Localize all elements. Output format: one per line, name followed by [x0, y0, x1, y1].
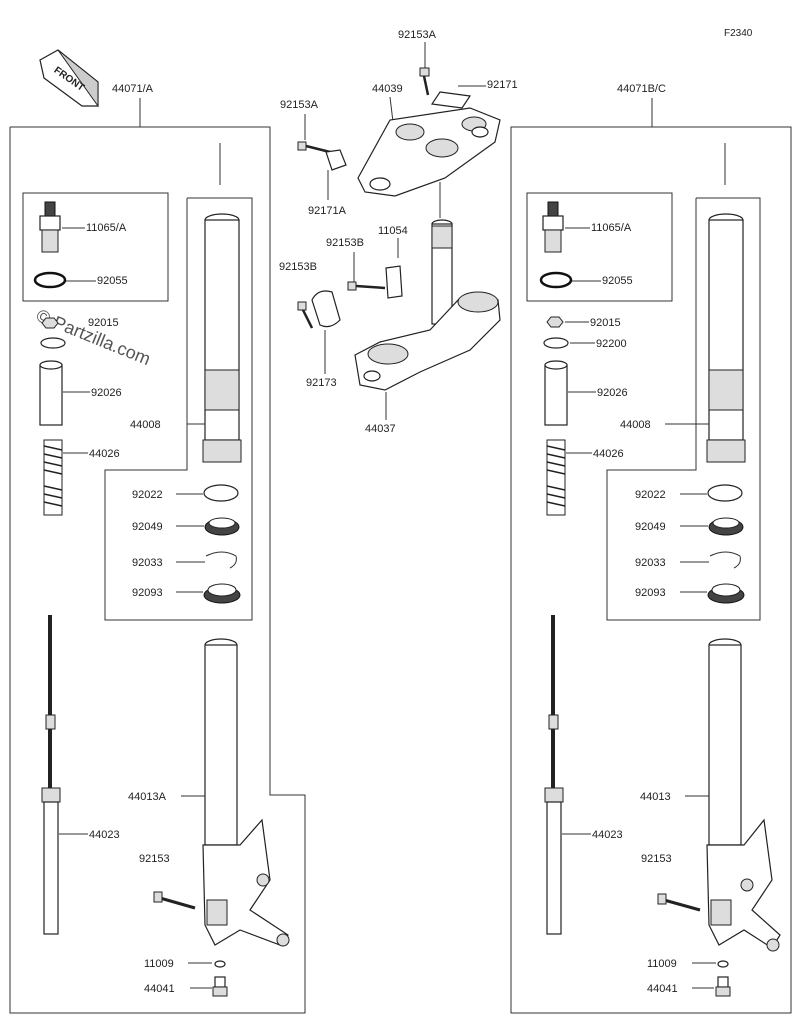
inner-tube-part — [202, 213, 242, 463]
drain-bolt-part — [715, 976, 731, 997]
clip-part — [709, 551, 741, 569]
left-bolt-label: 92153A — [280, 99, 319, 111]
left-bracket-label: 92171A — [308, 205, 347, 217]
ring-part — [707, 484, 743, 502]
right-drain-label: 44041 — [647, 983, 678, 995]
inner-tube-part — [706, 213, 746, 463]
left-ring-label: 92022 — [132, 489, 163, 501]
cylinder-part — [544, 615, 564, 935]
right-assembly-label: 44071B/C — [617, 83, 666, 95]
steering-assembly: 92153A 92171 44039 92153A 92171A — [279, 29, 518, 435]
top-bolt-label: 92153A — [398, 29, 437, 41]
outer-tube-part — [706, 638, 781, 952]
collar-part — [544, 360, 568, 426]
front-arrow-icon: FRONT — [39, 49, 99, 108]
left-nut-label: 92015 — [88, 317, 119, 329]
left-cylinder-label: 44023 — [89, 829, 120, 841]
bolt-part — [657, 893, 701, 912]
top-bracket-part — [430, 91, 472, 109]
oring-part — [539, 271, 573, 289]
lower-clamp-label: 44037 — [365, 423, 396, 435]
right-dustseal-label: 92093 — [635, 587, 666, 599]
right-fork-assembly: 44071B/C 11065/A 92055 92015 92200 92026 — [510, 83, 792, 1014]
top-bracket-label: 92171 — [487, 79, 518, 91]
gasket-part — [717, 960, 729, 968]
left-spring-label: 44026 — [89, 448, 120, 460]
right-tube-label: 44008 — [620, 419, 651, 431]
drain-bolt-part — [212, 976, 228, 997]
upper-clamp-part — [357, 107, 501, 197]
left-oring-label: 92055 — [97, 275, 128, 287]
left-collar-label: 92026 — [91, 387, 122, 399]
left-tube-label: 44008 — [130, 419, 161, 431]
right-spring-label: 44026 — [593, 448, 624, 460]
right-collar-label: 92026 — [597, 387, 628, 399]
spring-part — [546, 439, 566, 516]
right-valve-label: 11065/A — [591, 222, 632, 234]
bolt-b-label: 92153B — [279, 261, 317, 273]
upper-clamp-label: 44039 — [372, 83, 403, 95]
bolt-b-part — [297, 301, 314, 329]
lower-clamp-part — [354, 291, 501, 391]
right-ring-label: 92022 — [635, 489, 666, 501]
right-seal-label: 92049 — [635, 521, 666, 533]
collar-part — [39, 360, 63, 426]
oring-part — [33, 271, 67, 289]
dust-seal-part — [707, 583, 745, 604]
clip-part — [205, 551, 237, 569]
outer-tube-part — [202, 638, 290, 947]
hose-bracket-label: 92173 — [306, 377, 337, 389]
left-seal-label: 92049 — [132, 521, 163, 533]
ring-part — [203, 484, 239, 502]
figure-code: F2340 — [724, 28, 753, 39]
hose-clamp-part — [385, 265, 403, 299]
washer-part — [40, 337, 66, 349]
nut-part — [41, 317, 59, 329]
cylinder-part — [41, 615, 61, 935]
stem-part — [431, 219, 453, 325]
left-assembly-label: 44071/A — [112, 83, 154, 95]
stem-label: 11054 — [378, 225, 408, 237]
left-drain-label: 44041 — [144, 983, 175, 995]
right-outer-label: 44013 — [640, 791, 671, 803]
stem-bolt-label: 92153B — [326, 237, 364, 249]
dust-seal-part — [203, 583, 241, 604]
left-clip-label: 92033 — [132, 557, 163, 569]
valve-part — [39, 201, 61, 253]
left-outer-label: 44013A — [128, 791, 167, 803]
right-cylinder-label: 44023 — [592, 829, 623, 841]
right-oring-label: 92055 — [602, 275, 633, 287]
left-valve-label: 11065/A — [86, 222, 127, 234]
spring-part — [43, 439, 63, 516]
left-dustseal-label: 92093 — [132, 587, 163, 599]
bolt-part — [153, 891, 196, 910]
left-bolt-part — [297, 141, 331, 154]
top-bolt-part — [419, 67, 430, 96]
left-bracket-part — [325, 149, 347, 171]
valve-part — [542, 201, 564, 253]
left-fork-assembly: 44071/A 11065/A 92055 92015 92026 — [9, 83, 306, 1014]
oil-seal-part — [204, 517, 240, 536]
left-bolt-label: 92153 — [139, 853, 170, 865]
hose-bracket-part — [311, 290, 341, 328]
right-clip-label: 92033 — [635, 557, 666, 569]
washer-part — [543, 337, 569, 349]
watermark: © Partzilla.com — [34, 305, 154, 369]
right-gasket-label: 11009 — [647, 958, 677, 970]
right-nut-label: 92015 — [590, 317, 621, 329]
right-bolt-label: 92153 — [641, 853, 672, 865]
left-gasket-label: 11009 — [144, 958, 174, 970]
oil-seal-part — [708, 517, 744, 536]
right-washer-label: 92200 — [596, 338, 627, 350]
gasket-part — [214, 960, 226, 968]
nut-part — [546, 316, 564, 328]
stem-bolt-part — [347, 281, 386, 291]
